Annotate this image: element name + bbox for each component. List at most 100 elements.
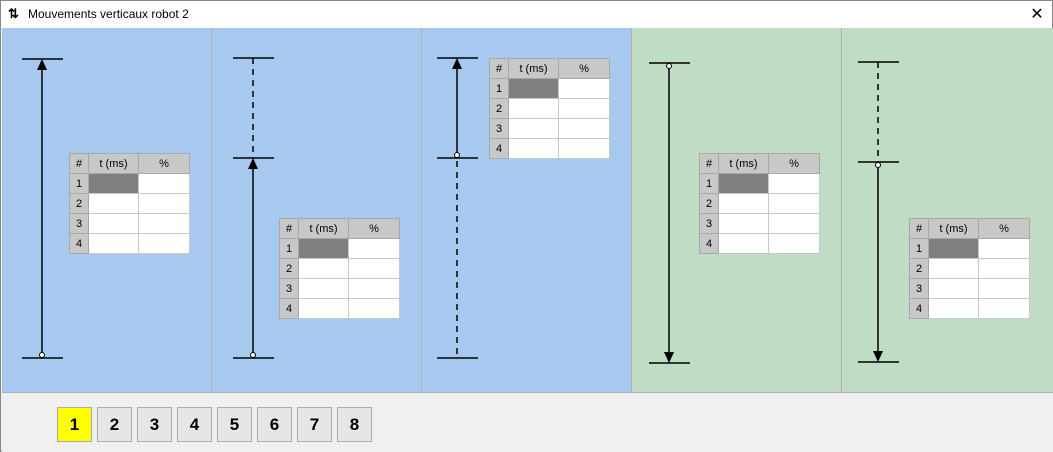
col-time: t (ms) xyxy=(928,218,979,239)
arrow-down-icon xyxy=(873,351,883,362)
table-row: 3 xyxy=(489,118,610,139)
table-row: 1 xyxy=(489,78,610,99)
table-row: 1 xyxy=(279,238,400,259)
movement-diagram-1 xyxy=(22,58,63,359)
table-cell[interactable] xyxy=(768,193,820,214)
robot-button-8[interactable]: 8 xyxy=(337,407,372,442)
robot-button-5[interactable]: 5 xyxy=(217,407,252,442)
robot-button-3[interactable]: 3 xyxy=(137,407,172,442)
robot-button-4[interactable]: 4 xyxy=(177,407,212,442)
timing-table-2[interactable]: # t (ms) % 1 2 3 4 xyxy=(279,218,400,319)
table-cell[interactable] xyxy=(558,78,610,99)
table-cell[interactable] xyxy=(298,238,349,259)
col-hash: # xyxy=(489,58,509,79)
col-time: t (ms) xyxy=(298,218,349,239)
table-row: 2 xyxy=(489,98,610,119)
robot-selector-bar: 1 2 3 4 5 6 7 8 xyxy=(2,392,1053,452)
panel-5[interactable]: # t (ms) % 1 2 3 4 xyxy=(842,28,1053,392)
panel-2[interactable]: # t (ms) % 1 2 3 4 xyxy=(212,28,422,392)
arrow-up-icon xyxy=(37,59,47,70)
table-row: 4 xyxy=(69,233,190,254)
table-cell[interactable] xyxy=(558,98,610,119)
robot-button-7[interactable]: 7 xyxy=(297,407,332,442)
table-cell[interactable] xyxy=(508,78,559,99)
table-cell[interactable] xyxy=(508,138,559,159)
table-row: 2 xyxy=(909,258,1030,279)
table-row: 4 xyxy=(279,298,400,319)
col-hash: # xyxy=(909,218,929,239)
robot-button-6[interactable]: 6 xyxy=(257,407,292,442)
timing-table-4[interactable]: # t (ms) % 1 2 3 4 xyxy=(699,153,820,254)
table-cell[interactable] xyxy=(768,173,820,194)
table-cell[interactable] xyxy=(768,213,820,234)
table-cell[interactable] xyxy=(138,193,190,214)
col-percent: % xyxy=(978,218,1030,239)
col-time: t (ms) xyxy=(88,153,139,174)
col-time: t (ms) xyxy=(508,58,559,79)
table-cell[interactable] xyxy=(348,278,400,299)
table-cell[interactable] xyxy=(558,138,610,159)
table-cell[interactable] xyxy=(718,173,769,194)
table-cell[interactable] xyxy=(928,278,979,299)
arrow-down-icon xyxy=(664,352,674,363)
table-cell[interactable] xyxy=(88,193,139,214)
table-cell[interactable] xyxy=(718,213,769,234)
table-cell[interactable] xyxy=(718,193,769,214)
movement-diagram-5 xyxy=(858,61,899,363)
table-cell[interactable] xyxy=(718,233,769,254)
table-cell[interactable] xyxy=(928,258,979,279)
table-cell[interactable] xyxy=(138,233,190,254)
table-cell[interactable] xyxy=(978,258,1030,279)
robot-button-1[interactable]: 1 xyxy=(57,407,92,442)
table-cell[interactable] xyxy=(768,233,820,254)
timing-table-5[interactable]: # t (ms) % 1 2 3 4 xyxy=(909,218,1030,319)
table-row: 3 xyxy=(909,278,1030,299)
table-cell[interactable] xyxy=(348,238,400,259)
table-cell[interactable] xyxy=(88,213,139,234)
table-cell[interactable] xyxy=(88,233,139,254)
table-cell[interactable] xyxy=(928,298,979,319)
table-cell[interactable] xyxy=(558,118,610,139)
title-bar: ⇅ Mouvements verticaux robot 2 ✕ xyxy=(1,1,1052,28)
table-row: 2 xyxy=(279,258,400,279)
table-cell[interactable] xyxy=(978,238,1030,259)
table-cell[interactable] xyxy=(978,298,1030,319)
movement-diagram-4 xyxy=(649,62,690,364)
robot-button-2[interactable]: 2 xyxy=(97,407,132,442)
table-cell[interactable] xyxy=(138,173,190,194)
table-row: 3 xyxy=(699,213,820,234)
table-cell[interactable] xyxy=(298,298,349,319)
table-row: 3 xyxy=(69,213,190,234)
table-cell[interactable] xyxy=(88,173,139,194)
table-cell[interactable] xyxy=(508,98,559,119)
table-row: 3 xyxy=(279,278,400,299)
col-percent: % xyxy=(768,153,820,174)
table-cell[interactable] xyxy=(928,238,979,259)
table-row: 4 xyxy=(699,233,820,254)
table-row: 1 xyxy=(69,173,190,194)
col-percent: % xyxy=(138,153,190,174)
table-cell[interactable] xyxy=(978,278,1030,299)
panel-4[interactable]: # t (ms) % 1 2 3 4 xyxy=(632,28,842,392)
table-cell[interactable] xyxy=(348,298,400,319)
up-down-arrows-icon: ⇅ xyxy=(8,6,19,21)
table-row: 4 xyxy=(909,298,1030,319)
close-button[interactable]: ✕ xyxy=(1030,6,1044,23)
panel-3[interactable]: # t (ms) % 1 2 3 4 xyxy=(422,28,632,392)
table-cell[interactable] xyxy=(298,278,349,299)
table-row: 4 xyxy=(489,138,610,159)
table-cell[interactable] xyxy=(348,258,400,279)
col-hash: # xyxy=(279,218,299,239)
timing-table-3[interactable]: # t (ms) % 1 2 3 4 xyxy=(489,58,610,159)
arrow-up-icon xyxy=(248,158,258,169)
table-cell[interactable] xyxy=(298,258,349,279)
col-percent: % xyxy=(558,58,610,79)
table-cell[interactable] xyxy=(508,118,559,139)
panels-area: # t (ms) % 1 2 3 4 xyxy=(2,28,1053,392)
table-row: 1 xyxy=(699,173,820,194)
movement-diagram-3 xyxy=(437,57,478,359)
panel-1[interactable]: # t (ms) % 1 2 3 4 xyxy=(2,28,212,392)
table-cell[interactable] xyxy=(138,213,190,234)
timing-table-1[interactable]: # t (ms) % 1 2 3 4 xyxy=(69,153,190,254)
col-hash: # xyxy=(69,153,89,174)
